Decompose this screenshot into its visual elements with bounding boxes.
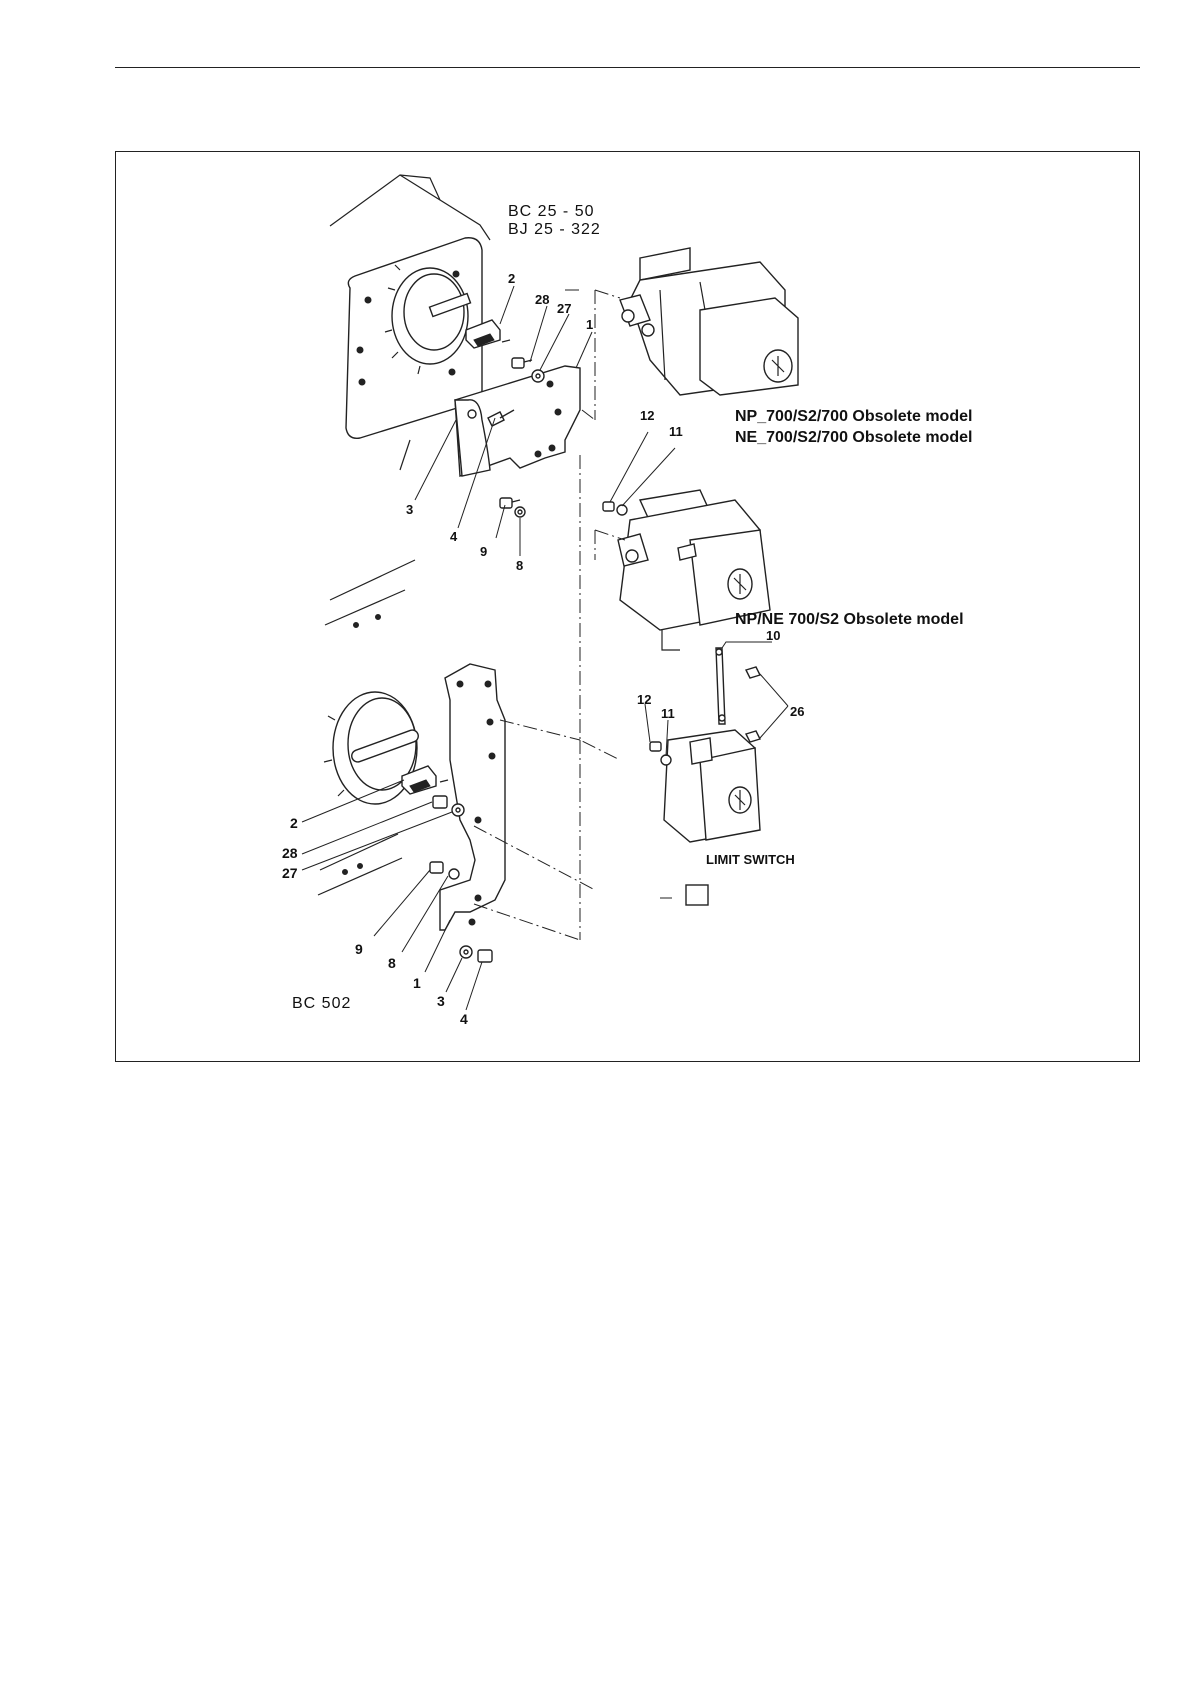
- model-label-bc25-50: BC 25 - 50: [508, 203, 594, 220]
- callout-12-mid: 12: [640, 408, 654, 423]
- actuator-np700: [620, 248, 798, 395]
- callout-27-top: 27: [557, 301, 571, 316]
- caption-npne700s2-obsolete: NP/NE 700/S2 Obsolete model: [735, 611, 964, 628]
- callout-28-top: 28: [535, 292, 549, 307]
- callout-1-top: 1: [586, 317, 593, 332]
- gearbox-housing-bottom: [318, 692, 448, 895]
- callout-4-top: 4: [450, 529, 458, 544]
- callout-9-top: 9: [480, 544, 487, 559]
- model-label-bc502: BC 502: [292, 995, 351, 1012]
- caption-limit-switch: LIMIT SWITCH: [706, 852, 795, 867]
- callout-2-bottom: 2: [290, 815, 298, 831]
- callout-3-top: 3: [406, 502, 413, 517]
- callout-2-top: 2: [508, 271, 515, 286]
- callout-1-bottom: 1: [413, 975, 421, 991]
- reference-box: [686, 885, 708, 905]
- callout-3-bottom: 3: [437, 993, 445, 1009]
- callout-4-bottom: 4: [460, 1011, 468, 1027]
- callout-11-mid: 11: [669, 424, 683, 439]
- callout-26: 26: [790, 704, 804, 719]
- callout-8-bottom: 8: [388, 955, 396, 971]
- callout-28-bottom: 28: [282, 845, 298, 861]
- callout-12-low: 12: [637, 692, 651, 707]
- callout-27-bottom: 27: [282, 865, 298, 881]
- model-label-bj25-322: BJ 25 - 322: [508, 221, 601, 238]
- bracket-bottom: [430, 664, 505, 962]
- link-rod: [716, 648, 760, 742]
- gearbox-housing-middle: [325, 560, 415, 628]
- callout-11-low: 11: [661, 706, 675, 721]
- caption-np700-obsolete: NP_700/S2/700 Obsolete model: [735, 408, 972, 425]
- callout-8-top: 8: [516, 558, 523, 573]
- callout-10: 10: [766, 628, 780, 643]
- caption-ne700-obsolete: NE_700/S2/700 Obsolete model: [735, 429, 972, 446]
- callout-9-bottom: 9: [355, 941, 363, 957]
